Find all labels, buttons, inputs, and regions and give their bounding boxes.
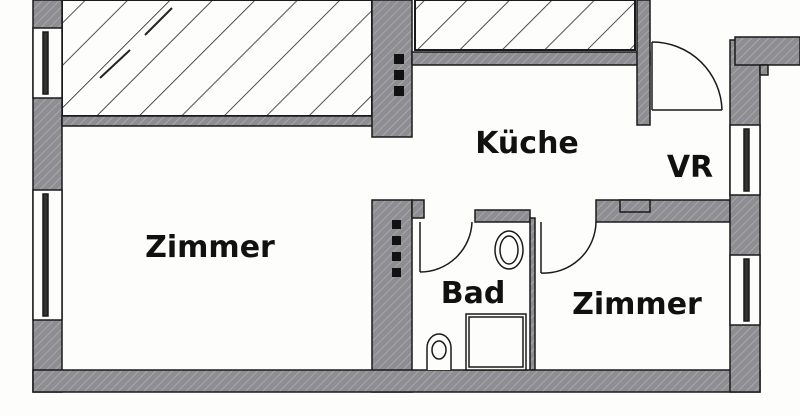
room-label-right-room: Zimmer: [572, 287, 702, 322]
bathroom-fixtures: [426, 230, 527, 371]
balcony-left: [61, 0, 373, 117]
shower-tray-icon: [465, 313, 527, 371]
door-entrance: [651, 41, 723, 111]
room-label-bathroom: Bad: [441, 276, 506, 311]
doors: [419, 41, 723, 274]
room-label-left-room: Zimmer: [145, 230, 275, 265]
door-room-right: [540, 221, 597, 274]
window-right-bottom: [729, 254, 761, 326]
room-label-kitchen: Küche: [475, 126, 579, 161]
window-left-bottom: [32, 189, 63, 321]
door-bathroom: [419, 221, 473, 273]
balcony-right: [414, 0, 636, 51]
windows: [32, 27, 761, 326]
window-left-top: [32, 27, 63, 99]
window-right-top: [729, 124, 761, 196]
toilet-icon: [426, 333, 452, 370]
shaft-icons: [392, 54, 404, 277]
sink-icon: [494, 230, 524, 270]
room-label-hallway: VR: [667, 150, 713, 185]
